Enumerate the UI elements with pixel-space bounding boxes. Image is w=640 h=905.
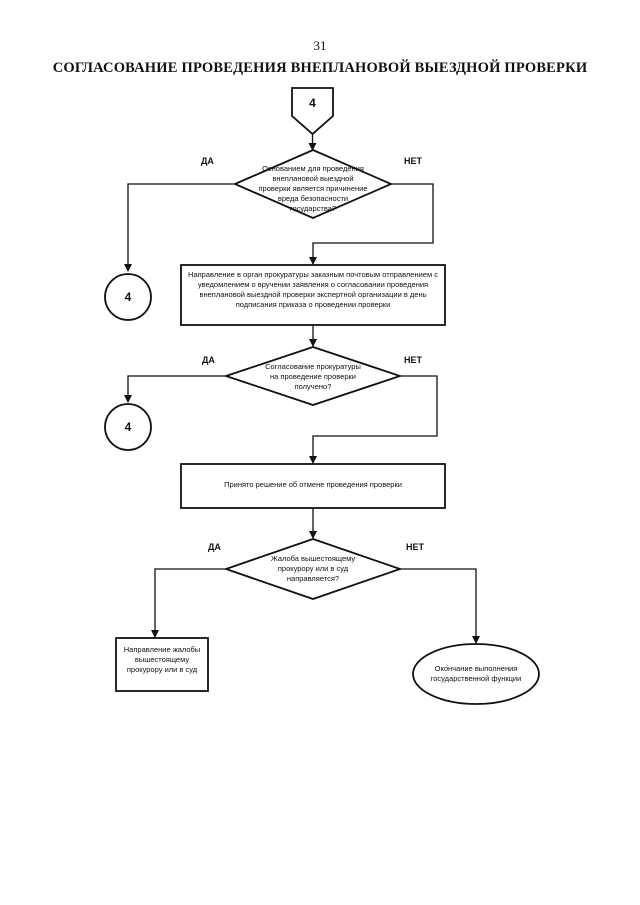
- connector-a-shape: [104, 273, 152, 321]
- decision1-text: Основанием для проведения внеплановой вы…: [258, 164, 368, 213]
- process1-text: Направление в орган прокуратуры заказным…: [188, 270, 438, 309]
- decision2-no-label: НЕТ: [404, 355, 422, 365]
- connector-b-shape: [104, 403, 152, 451]
- page-number: 31: [313, 38, 327, 53]
- decision2-text: Согласование прокуратуры на проведение п…: [265, 362, 361, 391]
- decision1-yes-label: ДА: [201, 156, 214, 166]
- process2-text: Принято решение об отмене проведения про…: [224, 480, 402, 489]
- decision3-yes-label: ДА: [208, 542, 221, 552]
- page-title: СОГЛАСОВАНИЕ ПРОВЕДЕНИЯ ВНЕПЛАНОВОЙ ВЫЕЗ…: [52, 60, 588, 76]
- process3-text: Направление жалобы вышестоящему прокурор…: [123, 645, 201, 674]
- decision3-no-label: НЕТ: [406, 542, 424, 552]
- start-connector-shape: [291, 87, 334, 136]
- decision3-text: Жалоба вышестоящему прокурору или в суд …: [270, 554, 356, 583]
- decision3-no-line: [400, 568, 480, 644]
- connector-a-label: 4: [124, 290, 132, 304]
- decision1-no-label: НЕТ: [404, 156, 422, 166]
- end-terminator-text: Окончание выполнения государственной фун…: [430, 664, 522, 683]
- decision2-yes-label: ДА: [202, 355, 215, 365]
- process3-shape: [115, 637, 209, 692]
- decision2-no-line: [309, 375, 438, 464]
- start-connector-label: 4: [309, 96, 316, 110]
- decision1-yes-line: [124, 183, 235, 272]
- decision2-yes-line: [124, 375, 226, 403]
- end-terminator-shape: [412, 643, 540, 705]
- connector-b-label: 4: [124, 420, 132, 434]
- decision1-no-line: [309, 183, 434, 265]
- decision3-yes-line: [151, 568, 226, 638]
